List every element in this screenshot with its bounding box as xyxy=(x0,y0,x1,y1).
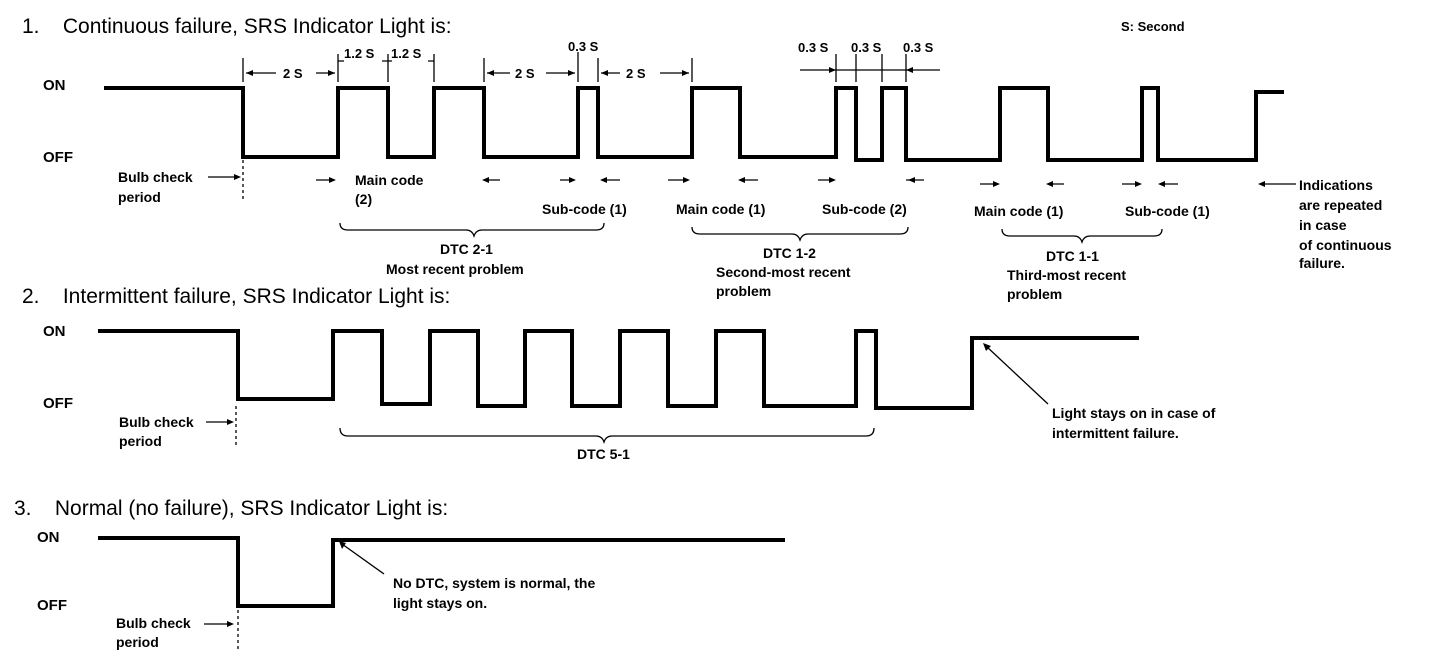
panel1-sub-code-1a: Sub-code (1) xyxy=(542,201,627,217)
panel1-brace-dtc-1-2 xyxy=(691,226,909,243)
panel2-note-leader xyxy=(985,345,1049,405)
panel1-main-code-2-line2: (2) xyxy=(355,191,372,207)
dim-2s-second-label: 2 S xyxy=(515,66,535,81)
dim-2s-third: 2 S xyxy=(601,66,689,81)
repeat-note-line1: Indications xyxy=(1299,177,1373,193)
panel1-brace-dtc-2-1 xyxy=(339,222,605,239)
panel1-dtc-1-2-desc1: Second-most recent xyxy=(716,264,851,280)
dim-0-3s-b-label: 0.3 S xyxy=(798,40,829,55)
panel3-note-line2: light stays on. xyxy=(393,595,487,611)
repeat-note-line2: are repeated xyxy=(1299,197,1382,213)
panel-normal: 3. Normal (no failure), SRS Indicator Li… xyxy=(14,497,785,650)
panel1-sub-code-2: Sub-code (2) xyxy=(822,201,907,217)
panel2-heading: 2. Intermittent failure, SRS Indicator L… xyxy=(22,285,450,308)
panel3-note-line1: No DTC, system is normal, the xyxy=(393,575,595,591)
dim-0-3s-d-label: 0.3 S xyxy=(903,40,934,55)
panel3-bulb-check-line2: period xyxy=(116,634,159,650)
legend-seconds: S: Second xyxy=(1121,19,1185,34)
panel2-bulb-check-line1: Bulb check xyxy=(119,414,194,430)
panel2-off-label: OFF xyxy=(43,395,73,412)
panel1-sub-code-1b: Sub-code (1) xyxy=(1125,203,1210,219)
panel3-bulb-check-line1: Bulb check xyxy=(116,615,191,631)
panel1-dtc-1-1-desc2: problem xyxy=(1007,286,1062,302)
panel2-bulb-check: Bulb check period xyxy=(119,406,237,449)
panel1-dimension-ticks xyxy=(242,52,907,82)
panel1-dtc-1-2-desc2: problem xyxy=(716,283,771,299)
panel1-waveform xyxy=(104,86,1284,162)
panel1-main-code-1a: Main code (1) xyxy=(676,201,765,217)
panel-intermittent-failure: 2. Intermittent failure, SRS Indicator L… xyxy=(22,285,1216,462)
dim-1-2s-b-label: 1.2 S xyxy=(391,46,422,61)
panel1-off-label: OFF xyxy=(43,149,73,166)
panel-continuous-failure: 1. Continuous failure, SRS Indicator Lig… xyxy=(22,15,1392,302)
dim-1-2s-a-label: 1.2 S xyxy=(344,46,375,61)
panel2-waveform xyxy=(98,329,1139,410)
panel1-main-code-1b: Main code (1) xyxy=(974,203,1063,219)
panel3-on-label: ON xyxy=(37,529,60,546)
panel1-bulb-check: Bulb check period xyxy=(118,160,244,205)
panel3-heading: 3. Normal (no failure), SRS Indicator Li… xyxy=(14,497,448,520)
panel3-note-leader xyxy=(341,543,385,575)
panel1-bulb-check-line2: period xyxy=(118,189,161,205)
panel1-heading: 1. Continuous failure, SRS Indicator Lig… xyxy=(22,15,452,38)
panel3-off-label: OFF xyxy=(37,597,67,614)
panel1-bulb-check-line1: Bulb check xyxy=(118,169,193,185)
panel1-code-markers xyxy=(316,177,1296,187)
dim-0-3s-a-label: 0.3 S xyxy=(568,39,599,54)
panel2-on-label: ON xyxy=(43,323,66,340)
panel1-dtc-1-1-desc1: Third-most recent xyxy=(1007,267,1126,283)
panel2-note-line2: intermittent failure. xyxy=(1052,425,1179,441)
dim-2s-first: 2 S xyxy=(246,66,335,81)
dim-1-2s: 1.2 S 1.2 S xyxy=(338,46,434,62)
panel1-main-code-2-line1: Main code xyxy=(355,172,424,188)
panel1-brace-dtc-1-1 xyxy=(1001,228,1163,245)
panel1-dtc-1-1: DTC 1-1 xyxy=(1046,248,1099,264)
panel1-dtc-2-1-desc: Most recent problem xyxy=(386,261,524,277)
panel1-repeat-note: Indications are repeated in case of cont… xyxy=(1299,177,1392,271)
panel1-dtc-1-2: DTC 1-2 xyxy=(763,245,816,261)
panel2-dtc-5-1: DTC 5-1 xyxy=(577,446,630,462)
panel2-brace-dtc-5-1 xyxy=(339,427,875,445)
dim-2s-third-label: 2 S xyxy=(626,66,646,81)
panel2-note-arrowhead xyxy=(983,343,991,351)
panel2-bulb-check-line2: period xyxy=(119,433,162,449)
panel3-waveform xyxy=(98,536,785,608)
panel3-note-arrowhead xyxy=(339,541,346,549)
panel1-dtc-2-1: DTC 2-1 xyxy=(440,241,493,257)
panel2-note-line1: Light stays on in case of xyxy=(1052,405,1216,421)
repeat-note-line3: in case xyxy=(1299,217,1347,233)
dim-2s-second: 2 S xyxy=(487,66,575,81)
panel3-bulb-check: Bulb check period xyxy=(116,610,239,650)
repeat-note-line4: of continuous xyxy=(1299,237,1392,253)
dim-0-3s-group: 0.3 S 0.3 S 0.3 S xyxy=(798,40,940,73)
dim-2s-first-label: 2 S xyxy=(283,66,303,81)
repeat-note-line5: failure. xyxy=(1299,255,1345,271)
panel1-on-label: ON xyxy=(43,77,66,94)
dim-0-3s-c-label: 0.3 S xyxy=(851,40,882,55)
